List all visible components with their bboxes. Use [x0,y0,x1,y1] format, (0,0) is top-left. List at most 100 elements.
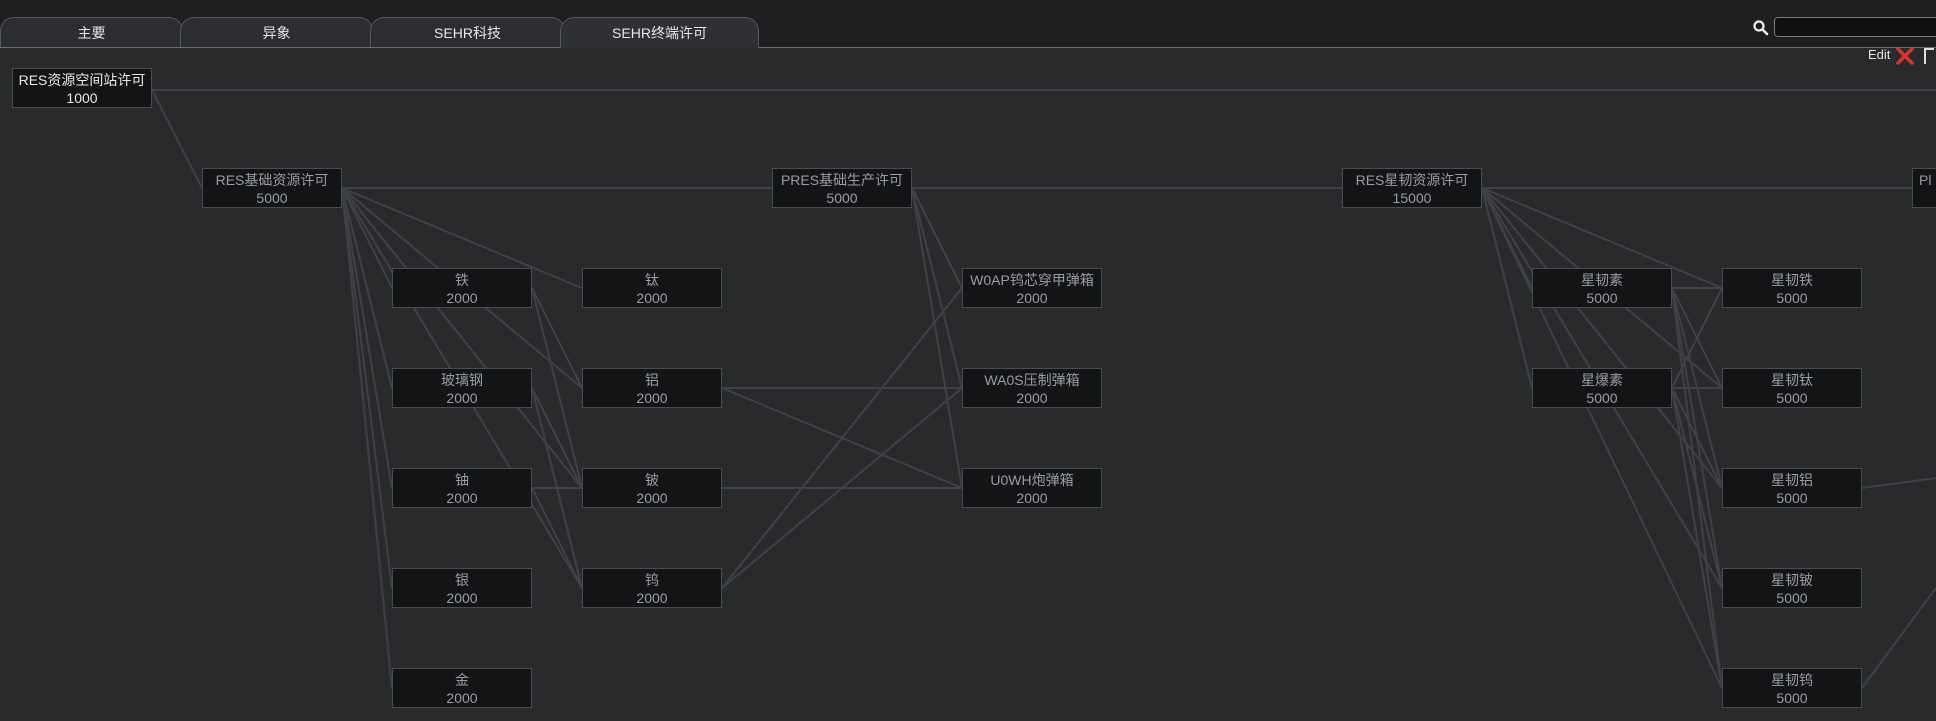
tab-label: 主要 [77,25,106,41]
node-star-iron[interactable]: 星韧铁 5000 [1722,268,1862,308]
tab-sehr-terminal-license[interactable]: SEHR终端许可 [560,17,759,48]
node-wa0s-ammo-crate[interactable]: WA0S压制弹箱 2000 [962,368,1102,408]
node-title: RES星韧资源许可 [1355,172,1469,188]
node-aluminum[interactable]: 铝 2000 [582,368,722,408]
node-pres-basic-license[interactable]: PRES基础生产许可 5000 [772,168,912,208]
node-beryllium[interactable]: 铍 2000 [582,468,722,508]
node-cost: 2000 [446,690,478,706]
tab-main[interactable]: 主要 [0,17,183,47]
node-pl-partial[interactable]: Pl [1912,168,1936,208]
node-res-star-license[interactable]: RES星韧资源许可 15000 [1342,168,1482,208]
edge-line [341,187,393,589]
node-star-blast-element[interactable]: 星爆素 5000 [1532,368,1672,408]
node-silver[interactable]: 银 2000 [392,568,532,608]
edge-line [911,187,963,289]
node-title: 铁 [455,272,469,288]
node-cost: 5000 [1776,690,1808,706]
node-title: 铀 [455,472,469,488]
node-titanium[interactable]: 钛 2000 [582,268,722,308]
edge-line [721,287,963,589]
node-cost: 1000 [66,90,98,106]
node-cost: 5000 [1586,390,1618,406]
node-star-tungsten[interactable]: 星韧钨 5000 [1722,668,1862,708]
node-tungsten[interactable]: 钨 2000 [582,568,722,608]
node-title: U0WH炮弹箱 [990,472,1074,488]
edge-line [341,187,393,389]
node-glass-steel[interactable]: 玻璃钢 2000 [392,368,532,408]
edge-line [1671,387,1723,689]
corner-bracket-icon[interactable] [1924,48,1934,64]
node-res-station-license[interactable]: RES资源空间站许可 1000 [12,68,152,108]
edge-line [531,487,583,589]
node-title: RES资源空间站许可 [18,72,146,88]
node-cost: 5000 [1586,290,1618,306]
edge-line [1671,287,1723,689]
tab-label: 异象 [262,25,291,41]
edge-line [911,187,963,389]
tab-sehr-tech[interactable]: SEHR科技 [370,17,565,47]
edge-line [341,187,393,289]
node-gold[interactable]: 金 2000 [392,668,532,708]
node-star-element[interactable]: 星韧素 5000 [1532,268,1672,308]
node-title: 玻璃钢 [441,372,483,388]
node-cost: 2000 [1016,390,1048,406]
node-iron[interactable]: 铁 2000 [392,268,532,308]
node-title: PRES基础生产许可 [780,172,904,188]
edge-line [1481,187,1533,389]
node-star-aluminum[interactable]: 星韧铝 5000 [1722,468,1862,508]
tab-label: SEHR科技 [434,25,501,41]
node-title: 星韧钛 [1771,372,1813,388]
search-icon[interactable] [1752,19,1770,37]
node-cost: 2000 [636,290,668,306]
node-cost: 2000 [446,490,478,506]
node-cost: 2000 [446,590,478,606]
node-cost: 2000 [636,590,668,606]
node-title: 钨 [645,572,659,588]
node-cost: 5000 [1776,290,1808,306]
edge-line [1481,187,1723,489]
node-title: 星韧铍 [1771,572,1813,588]
node-star-titanium[interactable]: 星韧钛 5000 [1722,368,1862,408]
node-cost: 15000 [1392,190,1432,206]
node-title: RES基础资源许可 [215,172,329,188]
node-title: 星韧铝 [1771,472,1813,488]
node-title: 钛 [645,272,659,288]
edge-line [1481,187,1723,689]
node-title: Pl [1919,172,1932,188]
search-input[interactable] [1774,17,1936,37]
node-cost: 2000 [446,390,478,406]
node-res-basic-license[interactable]: RES基础资源许可 5000 [202,168,342,208]
node-title: 星韧素 [1581,272,1623,288]
edge-line [341,187,583,289]
edit-label[interactable]: Edit [1868,47,1891,62]
node-title: 金 [455,672,469,688]
node-title: 星爆素 [1581,372,1623,388]
edge-line [1861,477,1936,489]
node-cost: 2000 [1016,490,1048,506]
node-title: 铝 [645,372,659,388]
node-title: W0AP钨芯穿甲弹箱 [970,272,1094,288]
node-title: 星韧铁 [1771,272,1813,288]
node-cost: 2000 [636,390,668,406]
node-title: WA0S压制弹箱 [984,372,1080,388]
node-title: 铍 [645,472,659,488]
node-uranium[interactable]: 铀 2000 [392,468,532,508]
close-icon[interactable] [1895,46,1915,66]
node-w0ap-ammo-crate[interactable]: W0AP钨芯穿甲弹箱 2000 [962,268,1102,308]
node-cost: 2000 [636,490,668,506]
node-cost: 2000 [1016,290,1048,306]
node-cost: 2000 [446,290,478,306]
edge-line [151,89,203,189]
node-title: 星韧钨 [1771,672,1813,688]
node-u0wh-shell-crate[interactable]: U0WH炮弹箱 2000 [962,468,1102,508]
tab-bar: 主要 异象 SEHR科技 SEHR终端许可 [0,0,1936,48]
edge-line [1671,287,1723,489]
tab-label: SEHR终端许可 [612,25,707,41]
edge-line [531,387,583,489]
node-cost: 5000 [826,190,858,206]
node-star-beryllium[interactable]: 星韧铍 5000 [1722,568,1862,608]
edge-line [1481,187,1723,289]
edge-line [1671,287,1723,589]
edge-line [341,187,583,489]
edge-line [341,187,393,489]
